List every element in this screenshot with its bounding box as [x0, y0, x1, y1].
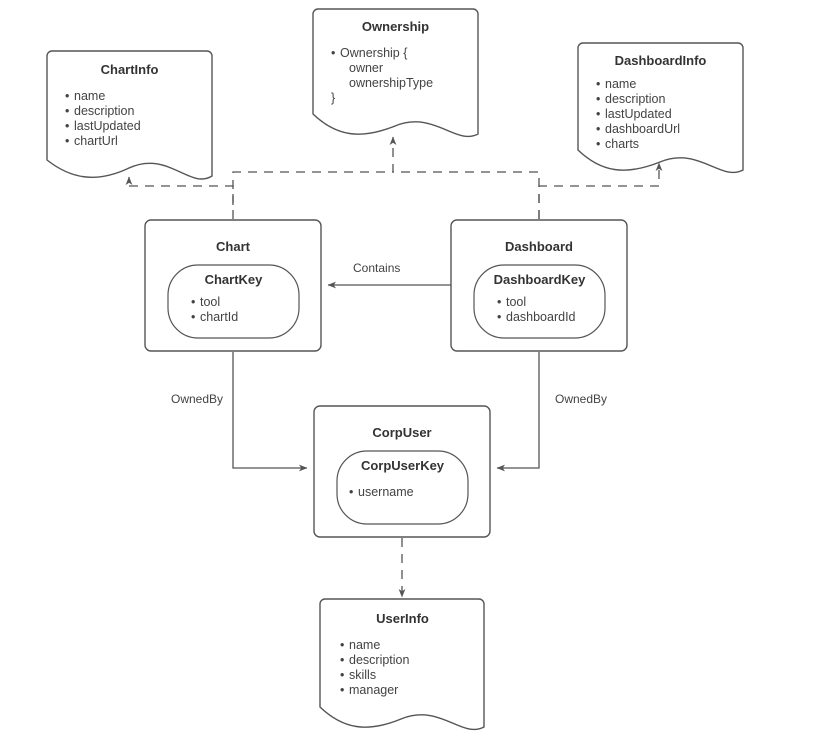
edge-ownedby-chart: [232, 352, 308, 472]
node-shape-dashboardinfo: [577, 42, 744, 174]
node-shape-chartinfo: [46, 50, 213, 180]
edge-label-ownedby-dashboard: OwnedBy: [555, 392, 608, 406]
node-shape-corpuserkey: [336, 450, 469, 525]
edge-chart-ownership: [232, 136, 397, 205]
node-shape-ownership: [312, 8, 479, 138]
edge-dashboard-ownership: [393, 171, 540, 219]
edge-ownedby-dashboard: [496, 352, 540, 472]
edge-label-ownedby-chart: OwnedBy: [171, 392, 224, 406]
edge-dashboard-dashboardinfo: [538, 162, 663, 219]
node-shape-userinfo: [319, 598, 485, 731]
edge-label-contains: Contains: [353, 261, 401, 275]
node-shape-dashboardkey: [473, 264, 606, 339]
node-shape-chartkey: [167, 264, 300, 339]
